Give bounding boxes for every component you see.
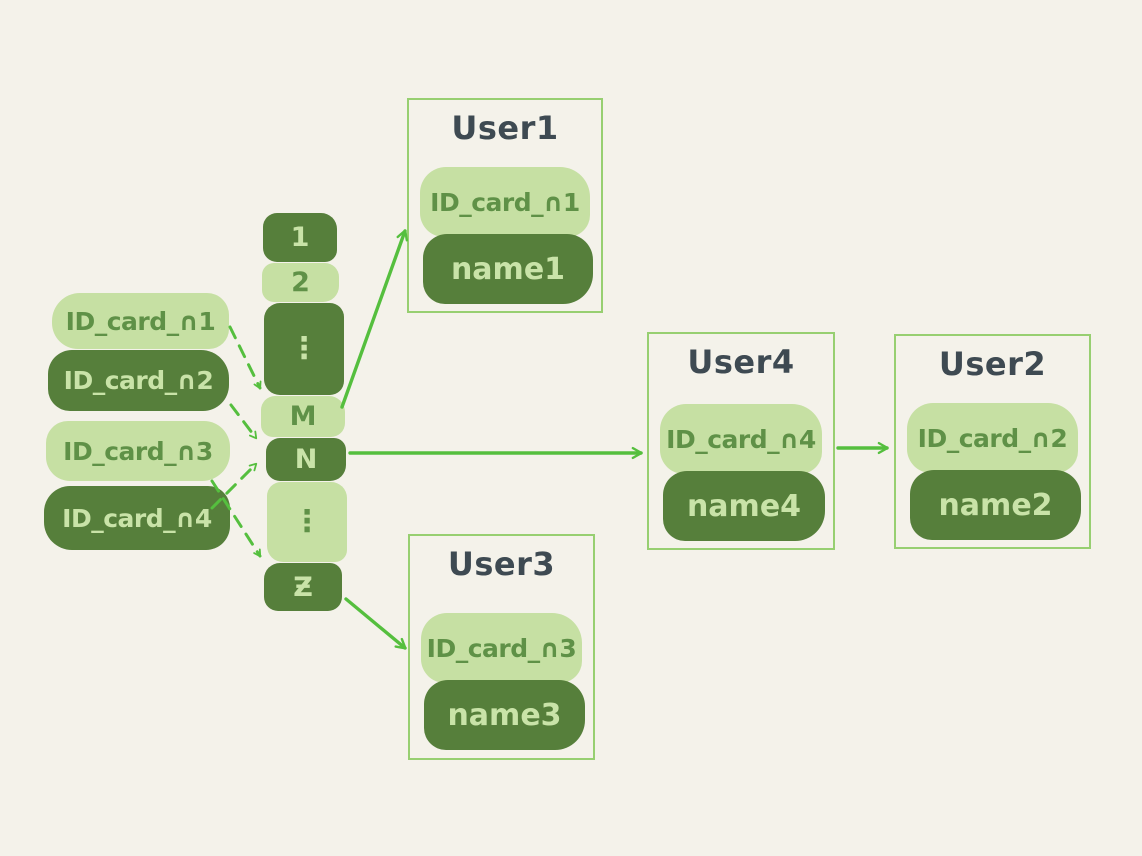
bucket-2-cell: 2 xyxy=(262,263,339,302)
edge-idcard2-to-bucket-n xyxy=(229,403,258,440)
edge-bucket-z-to-user3 xyxy=(344,597,407,650)
id-card-1-pill: ID_card_∩1 xyxy=(52,293,229,349)
bucket-1-cell: 1 xyxy=(263,213,337,262)
bucket-n-cell: N xyxy=(266,438,346,481)
bucket-dots-upper-cell: ⋮ xyxy=(264,303,344,395)
edge-idcard1-to-bucket-m xyxy=(228,325,262,390)
bucket-z-cell: Ƶ xyxy=(264,563,342,611)
user2-title: User2 xyxy=(938,345,1047,383)
user3-name-pill: name3 xyxy=(424,680,585,750)
user2-box: User2 ID_card_∩2 name2 xyxy=(894,334,1091,549)
user1-title: User1 xyxy=(451,109,559,147)
user1-box: User1 ID_card_∩1 name1 xyxy=(407,98,603,313)
id-card-2-pill: ID_card_∩2 xyxy=(48,350,229,411)
user2-id-card-pill: ID_card_∩2 xyxy=(907,403,1078,473)
user4-title: User4 xyxy=(687,343,795,381)
user3-title: User3 xyxy=(447,545,556,583)
id-card-4-pill: ID_card_∩4 xyxy=(44,486,230,550)
bucket-m-cell: M xyxy=(261,396,345,437)
user1-name-pill: name1 xyxy=(423,234,593,304)
edge-bucket-m-to-user1 xyxy=(340,229,409,409)
user4-name-pill: name4 xyxy=(663,471,825,541)
user4-box: User4 ID_card_∩4 name4 xyxy=(647,332,835,550)
user1-id-card-pill: ID_card_∩1 xyxy=(420,167,590,237)
user3-id-card-pill: ID_card_∩3 xyxy=(421,613,582,683)
user4-id-card-pill: ID_card_∩4 xyxy=(660,404,822,474)
id-card-3-pill: ID_card_∩3 xyxy=(46,421,230,481)
user3-box: User3 ID_card_∩3 name3 xyxy=(408,534,595,760)
bucket-dots-lower-cell: ⋮ xyxy=(267,482,347,562)
user2-name-pill: name2 xyxy=(910,470,1081,540)
